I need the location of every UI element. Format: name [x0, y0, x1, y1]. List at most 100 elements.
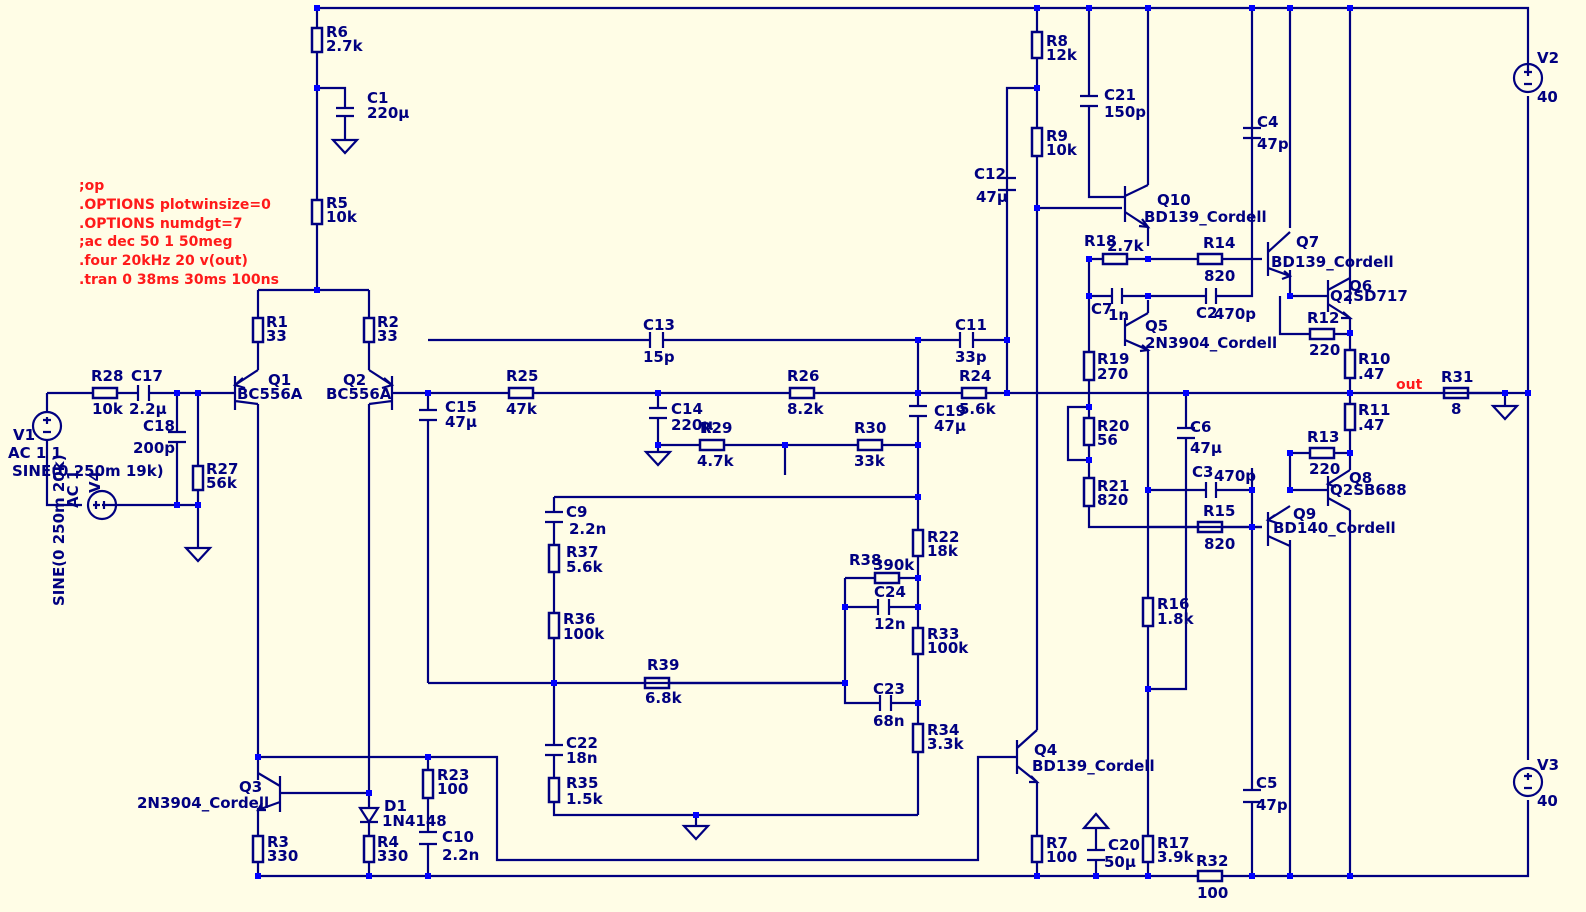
r16-name: R16 [1157, 595, 1189, 613]
q3-value: 2N3904_Cordell [137, 794, 269, 812]
c10-name: C10 [442, 828, 474, 846]
r34-name: R34 [927, 721, 959, 739]
c6-name: C6 [1190, 418, 1211, 436]
r23-value: 100 [437, 780, 468, 798]
r38-name: R38 [849, 551, 881, 569]
c1-value: 220µ [367, 104, 409, 122]
r8-name: R8 [1046, 32, 1068, 50]
r19-value: 270 [1097, 365, 1128, 383]
q5-value: 2N3904_Cordell [1145, 334, 1277, 352]
capacitor-c13 [648, 332, 665, 348]
v3-value: 40 [1537, 792, 1558, 810]
r26-value: 8.2k [787, 400, 825, 418]
capacitor-c7 [1110, 288, 1124, 304]
c7-name: C7 [1091, 300, 1112, 318]
voltage-sources [31, 62, 1544, 798]
r9-name: R9 [1046, 127, 1068, 145]
directive-line-5: .four 20kHz 20 v(out) [79, 253, 248, 269]
transistor-q9 [1265, 505, 1291, 548]
r5-name: R5 [326, 194, 348, 212]
r1-value: 33 [266, 327, 287, 345]
r13-name: R13 [1307, 428, 1339, 446]
r32-value: 100 [1197, 884, 1228, 902]
r3-value: 330 [267, 847, 298, 865]
source-v1 [31, 410, 63, 442]
q9-name: Q9 [1293, 505, 1316, 523]
transistor-q3 [256, 772, 282, 812]
c7-value: 1n [1108, 306, 1129, 324]
resistor-r27 [191, 464, 205, 492]
r25-name: R25 [506, 367, 538, 385]
c24-value: 12n [874, 615, 906, 633]
resistor-r9 [1030, 126, 1044, 158]
r6-value: 2.7k [326, 37, 364, 55]
resistor-r28 [91, 386, 119, 400]
r11-name: R11 [1358, 401, 1390, 419]
d1-name: D1 [384, 797, 407, 815]
capacitor-c23 [878, 695, 893, 711]
r15-name: R15 [1203, 502, 1235, 520]
c4-value: 47p [1257, 135, 1289, 153]
q7-name: Q7 [1296, 233, 1319, 251]
c3-name: C3 [1192, 463, 1213, 481]
r34-value: 3.3k [927, 735, 965, 753]
q6-name: Q6 [1349, 277, 1372, 295]
capacitor-c1 [336, 106, 354, 118]
junction-dots [174, 5, 1531, 879]
directive-line-1: ;op [79, 178, 104, 194]
resistor-r32 [1196, 869, 1224, 883]
v1-extra: SINE(0 250m 19k) [12, 462, 164, 480]
directive-line-2: .OPTIONS plotwinsize=0 [79, 197, 271, 213]
r9-value: 10k [1046, 141, 1078, 159]
r31-value: 8 [1451, 400, 1461, 418]
r10-name: R10 [1358, 350, 1390, 368]
resistor-r12 [1308, 327, 1336, 341]
r35-name: R35 [566, 774, 598, 792]
r37-name: R37 [566, 543, 598, 561]
resistor-r19 [1082, 350, 1096, 382]
q10-value: BD139_Cordell [1144, 208, 1267, 226]
r35-value: 1.5k [566, 790, 604, 808]
resistor-r13 [1308, 446, 1336, 460]
r2-value: 33 [377, 327, 398, 345]
r29-value: 4.7k [697, 452, 735, 470]
c15-value: 47µ [445, 413, 477, 431]
r26-name: R26 [787, 367, 819, 385]
v4-name: V4 [86, 471, 104, 493]
q1-name: Q1 [268, 371, 291, 389]
r15-value: 820 [1204, 535, 1235, 553]
r14-value: 820 [1204, 267, 1235, 285]
resistor-r7 [1030, 834, 1044, 864]
q5-name: Q5 [1145, 317, 1168, 335]
r27-name: R27 [206, 460, 238, 478]
r25-value: 47k [506, 400, 538, 418]
r4-name: R4 [377, 833, 399, 851]
c18-name: C18 [143, 417, 175, 435]
r13-value: 220 [1309, 460, 1340, 478]
r39-name: R39 [647, 656, 679, 674]
r23-name: R23 [437, 766, 469, 784]
c2-value: 470p [1214, 305, 1256, 323]
r11-value: .47 [1358, 416, 1385, 434]
resistor-r31 [1442, 386, 1470, 400]
resistor-r36 [547, 611, 561, 640]
c3-value: 470p [1214, 467, 1256, 485]
capacitor-c19 [909, 404, 927, 418]
r29-name: R29 [700, 419, 732, 437]
r24-name: R24 [959, 367, 991, 385]
r18-value: 2.7k [1107, 237, 1145, 255]
r17-name: R17 [1157, 834, 1189, 852]
capacitor-c20 [1087, 848, 1105, 862]
r8-value: 12k [1046, 46, 1078, 64]
r28-name: R28 [91, 367, 123, 385]
net-label-out: out [1396, 377, 1423, 393]
r2-name: R2 [377, 313, 399, 331]
r36-name: R36 [563, 610, 595, 628]
r12-value: 220 [1309, 341, 1340, 359]
c4-name: C4 [1257, 113, 1278, 131]
resistor-r34 [911, 722, 925, 754]
resistor-r18 [1101, 252, 1129, 266]
d1-value: 1N4148 [382, 812, 447, 830]
resistor-r14 [1196, 252, 1224, 266]
